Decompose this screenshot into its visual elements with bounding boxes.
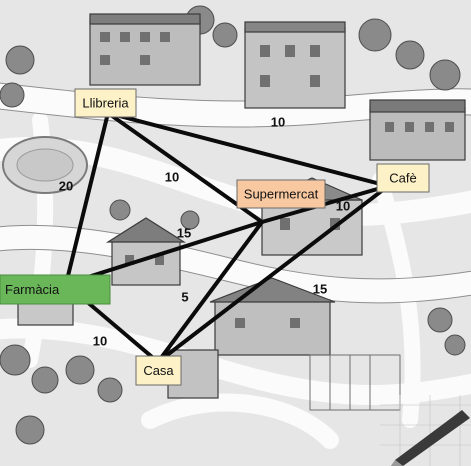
road-bottom-loop [141,393,339,449]
window [100,32,110,42]
tree [0,344,31,376]
window [405,122,414,132]
window [260,75,270,87]
building-farmacia-roof [105,217,187,243]
window [100,55,110,65]
tree [358,18,392,52]
pencil-tip [390,460,403,466]
tree [0,82,25,108]
road-edge-3 [0,224,471,280]
edge-weight-label: 10 [336,198,350,213]
edge-weight-label: 10 [271,114,285,129]
node-cafe: Cafè [376,163,430,193]
node-label-casa: Casa [143,363,174,378]
building-top-center [244,27,346,109]
parking-lot [309,354,401,411]
window [120,32,130,42]
building-cafe-roof [369,99,466,113]
grid-paper [380,395,471,466]
node-label-farmacia: Farmàcia [5,282,60,297]
window [155,255,164,265]
node-box-casa [135,355,182,386]
window [140,55,150,65]
tree [31,366,59,394]
tree [429,59,461,91]
building-farmacia-house [111,239,181,286]
node-farmacia: Farmàcia [0,274,111,305]
edge-llibreria-farmacia [64,111,110,286]
pencil [390,410,470,466]
road-vertical-right [372,172,421,428]
tree [15,415,45,445]
edge-weight-label: 5 [181,289,188,304]
node-box-cafe [376,163,430,193]
node-box-supermercat [236,179,326,209]
parking-area [309,354,401,411]
tree [65,355,95,385]
building-bottom-center [214,299,331,356]
tree [180,210,200,230]
windows [100,32,454,328]
edge-llibreria-supermercat [106,111,264,224]
window [445,122,454,132]
tree [109,199,131,221]
window [140,32,150,42]
edge-supermercat-casa [156,220,264,364]
window [310,45,320,57]
window [125,255,134,265]
edge-weight-label: 10 [93,333,107,348]
pencil-body [395,410,470,466]
window [330,218,340,230]
building-top-left [89,19,201,86]
edge-weight-label: 15 [313,281,327,296]
edge-weight-label: 10 [165,169,179,184]
window [425,122,434,132]
node-llibreria: Llibreria [74,88,137,118]
window [310,75,320,87]
node-label-cafe: Cafè [389,170,416,185]
node-label-supermercat: Supermercat [244,186,319,201]
node-supermercat: Supermercat [236,179,326,209]
tree [97,377,123,403]
window [385,122,394,132]
edge-llibreria-cafe [106,111,390,188]
node-box-farmacia [0,274,111,305]
node-casa: Casa [135,355,182,386]
window [290,318,300,328]
edge-cafe-casa [156,184,390,364]
park-track-inner [16,148,74,182]
window [235,318,245,328]
window [260,45,270,57]
window [160,32,170,42]
edge-weight-label: 15 [177,225,191,240]
window [280,218,290,230]
trees [0,5,466,445]
tree [395,40,425,70]
building-cafe [369,107,466,161]
tree [5,45,35,75]
road-edge-4 [0,248,471,304]
building-top-left-roof [89,13,201,25]
edge-weight-label: 20 [59,178,73,193]
window [285,45,295,57]
node-label-llibreria: Llibreria [82,95,129,110]
node-box-llibreria [74,88,137,118]
building-top-center-roof [244,21,346,33]
tree [444,334,466,356]
tree [427,307,453,333]
tree [212,22,238,48]
edge-supermercat-farmacia [64,220,264,286]
